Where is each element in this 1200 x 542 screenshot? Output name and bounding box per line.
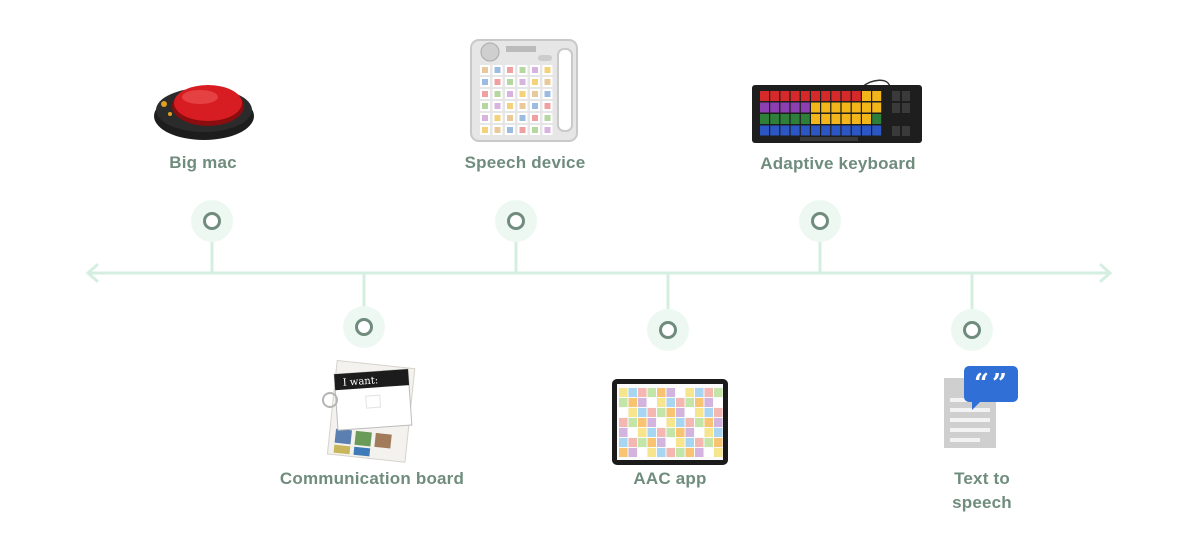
node-big-mac <box>191 200 233 242</box>
label-aac-app: AAC app <box>633 469 707 488</box>
right-arrow-icon <box>1099 263 1113 283</box>
label-speech-device: Speech device <box>464 153 586 172</box>
label-adaptive-keyboard: Adaptive keyboard <box>760 154 916 173</box>
node-adaptive-keyboard <box>799 200 841 242</box>
svg-text:”: ” <box>992 369 1007 399</box>
node-speech-device <box>495 200 537 242</box>
speech-device-icon <box>470 39 578 142</box>
node-text-to-speech <box>951 309 993 351</box>
left-arrow-icon <box>85 263 99 283</box>
adaptive-keyboard-icon <box>752 79 922 143</box>
text-to-speech-icon: “ ” <box>944 366 1018 448</box>
svg-text:“: “ <box>974 369 989 399</box>
big-mac-switch-icon <box>154 85 254 140</box>
board-caption: I want: <box>342 375 378 388</box>
aac-app-tablet-icon <box>612 379 728 465</box>
label-communication-board: Communication board <box>279 469 465 488</box>
label-big-mac: Big mac <box>169 153 237 172</box>
node-communication-board <box>343 306 385 348</box>
communication-board-icon: I want: <box>322 360 416 463</box>
label-text-to-speech: Text to speech <box>952 469 1012 512</box>
node-aac-app <box>647 309 689 351</box>
